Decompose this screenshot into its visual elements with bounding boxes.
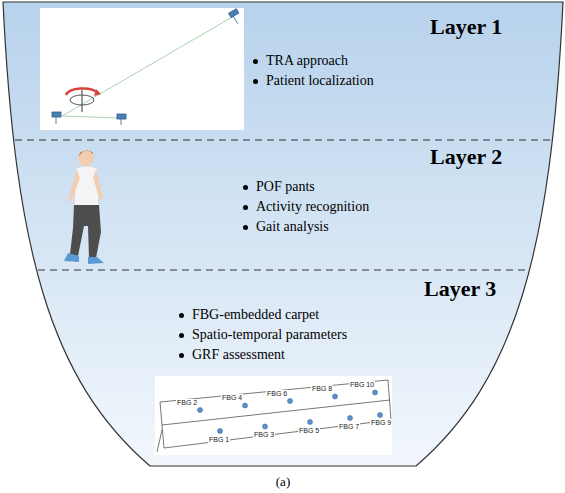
layer-band: Layer 1 TRA approachPatient localization [0, 0, 565, 140]
layer-divider [15, 139, 551, 140]
bullet-item: TRA approach [266, 52, 348, 70]
bullet-item: POF pants [256, 178, 315, 196]
bullet-dot [179, 353, 184, 358]
bullet-item: GRF assessment [192, 346, 285, 364]
layer-heading: Layer 3 [424, 276, 496, 302]
sensor-label: FBG 2 [176, 399, 198, 407]
bullet-dot [179, 313, 184, 318]
sensor-label: FBG 6 [266, 390, 288, 398]
bullet-item: FBG-embedded carpet [192, 306, 319, 324]
sensor-label: FBG 3 [253, 431, 275, 439]
bullet-item: Spatio-temporal parameters [192, 326, 347, 344]
sensor-label: FBG 5 [298, 427, 320, 435]
sensor-label: FBG 8 [311, 385, 333, 393]
layer-heading: Layer 1 [430, 14, 502, 40]
localization-picture [40, 8, 244, 130]
bullet-dot [179, 333, 184, 338]
layer-band: Layer 2 POF pantsActivity recognitionGait… [0, 140, 565, 270]
funnel-outline [3, 2, 563, 466]
layer-heading: Layer 2 [430, 144, 502, 170]
bullet-dot [243, 185, 248, 190]
bullet-item: Gait analysis [256, 218, 329, 236]
fbg-carpet-picture [155, 376, 392, 455]
bullet-dot [243, 225, 248, 230]
bullet-dot [253, 79, 258, 84]
figure-caption: (a) [276, 474, 290, 490]
sensor-label: FBG 4 [221, 394, 243, 402]
sensor-label: FBG 9 [370, 419, 392, 427]
bullet-item: Activity recognition [256, 198, 369, 216]
sensor-label: FBG 1 [208, 436, 230, 444]
sensor-label: FBG 10 [349, 381, 375, 389]
bullet-dot [243, 205, 248, 210]
sensor-label: FBG 7 [338, 423, 360, 431]
layer-divider [38, 269, 528, 270]
layer-band: Layer 3 FBG-embedded carpetSpatio-tempora… [0, 270, 565, 466]
bullet-item: Patient localization [266, 72, 374, 90]
patient-figure [45, 148, 127, 270]
bullet-dot [253, 59, 258, 64]
